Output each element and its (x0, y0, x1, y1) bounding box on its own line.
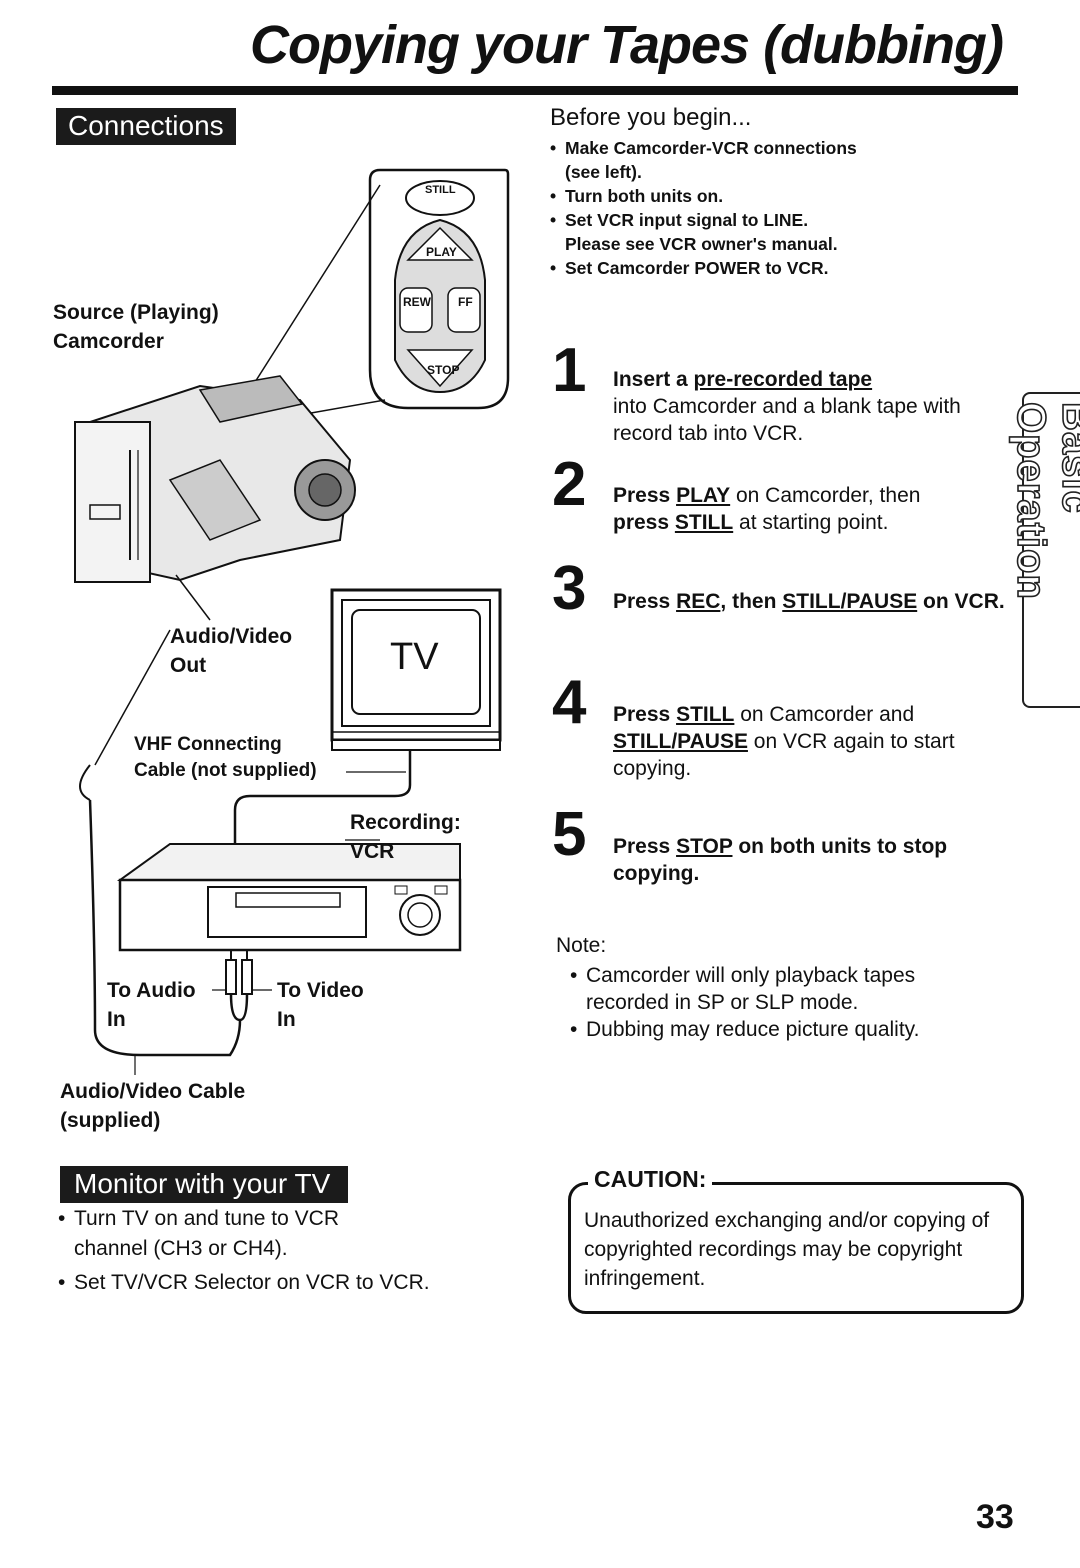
vhf-cable-label: VHF Connecting Cable (not supplied) (134, 732, 317, 784)
before-list: •Make Camcorder-VCR connections(see left… (550, 136, 950, 280)
step-number: 3 (552, 554, 587, 623)
vhf-line2: Cable (not supplied) (134, 760, 317, 781)
av-out-line1: Audio/Video (170, 625, 293, 648)
title-rule (52, 86, 1018, 95)
page-title: Copying your Tapes (dubbing) (250, 15, 1004, 75)
note-heading: Note: (556, 934, 607, 957)
section-side-tab: Basic Operation (1008, 392, 1080, 708)
to-audio-line1: To Audio (107, 979, 196, 1002)
camcorder-controls-callout (249, 168, 510, 423)
caution-box (568, 1182, 1024, 1314)
tv-illustration (330, 588, 502, 751)
before-item: •Set Camcorder POWER to VCR. (550, 258, 829, 278)
ff-button-label: FF (458, 295, 473, 309)
source-label-line2: Camcorder (53, 330, 164, 353)
note-list: Camcorder will only playback tapes recor… (570, 962, 990, 1043)
step-number: 5 (552, 800, 587, 869)
caution-label: CAUTION: (588, 1166, 713, 1193)
av-cable-line2: (supplied) (60, 1109, 161, 1132)
source-label-line1: Source (Playing) (53, 301, 219, 324)
step-number: 2 (552, 450, 587, 519)
still-button-label: STILL (425, 184, 456, 196)
before-item: •Turn both units on. (550, 186, 724, 206)
monitor-item: Turn TV on and tune to VCR channel (CH3 … (58, 1204, 404, 1264)
connections-heading: Connections (56, 108, 236, 145)
step-number: 1 (552, 336, 587, 405)
step-3-text: Press REC, then STILL/PAUSE on VCR. (613, 590, 1005, 613)
av-cable-line1: Audio/Video Cable (60, 1080, 246, 1103)
to-video-label: To Video In (277, 976, 364, 1034)
step-2-text: Press PLAY on Camcorder, then press STIL… (613, 484, 921, 534)
to-audio-label: To Audio In (107, 976, 196, 1034)
before-item: •Set VCR input signal to LINE.Please see… (550, 210, 838, 254)
step-number: 4 (552, 668, 587, 737)
note-item: Dubbing may reduce picture quality. (570, 1016, 990, 1043)
monitor-item: Set TV/VCR Selector on VCR to VCR. (58, 1268, 498, 1298)
vhf-line1: VHF Connecting (134, 734, 282, 755)
to-video-line1: To Video (277, 979, 364, 1002)
recording-line2: VCR (350, 840, 395, 863)
stop-button-label: STOP (427, 363, 460, 377)
note-item: Camcorder will only playback tapes recor… (570, 962, 990, 1016)
camcorder-illustration (74, 375, 356, 583)
side-tab-label: Basic Operation (1008, 401, 1080, 601)
step-5-text: Press STOP on both units to stop copying… (613, 835, 948, 885)
recording-vcr-label: Recording: VCR (350, 808, 461, 866)
to-audio-line2: In (107, 1008, 126, 1031)
step-4-text: Press STILL on Camcorder and STILL/PAUSE… (613, 703, 955, 780)
monitor-heading: Monitor with your TV (60, 1166, 349, 1203)
av-out-line2: Out (170, 654, 207, 677)
caution-text: Unauthorized exchanging and/or copying o… (584, 1209, 990, 1290)
source-label: Source (Playing) Camcorder (53, 298, 219, 356)
recording-line1: Recording: (350, 811, 461, 834)
step-1-text: Insert a pre-recorded tape into Camcorde… (613, 368, 961, 445)
before-item: •Make Camcorder-VCR connections(see left… (550, 138, 857, 182)
av-cable-label: Audio/Video Cable (supplied) (60, 1077, 245, 1135)
monitor-list: Turn TV on and tune to VCR channel (CH3 … (58, 1204, 498, 1298)
vcr-illustration (116, 843, 462, 952)
to-video-line2: In (277, 1008, 296, 1031)
tv-label: TV (390, 636, 439, 678)
before-heading: Before you begin... (550, 104, 752, 131)
rew-button-label: REW (403, 295, 431, 309)
av-out-label: Audio/Video Out (170, 622, 292, 680)
play-button-label: PLAY (426, 245, 457, 259)
connection-diagram (74, 168, 510, 1075)
page-number: 33 (976, 1498, 1014, 1536)
